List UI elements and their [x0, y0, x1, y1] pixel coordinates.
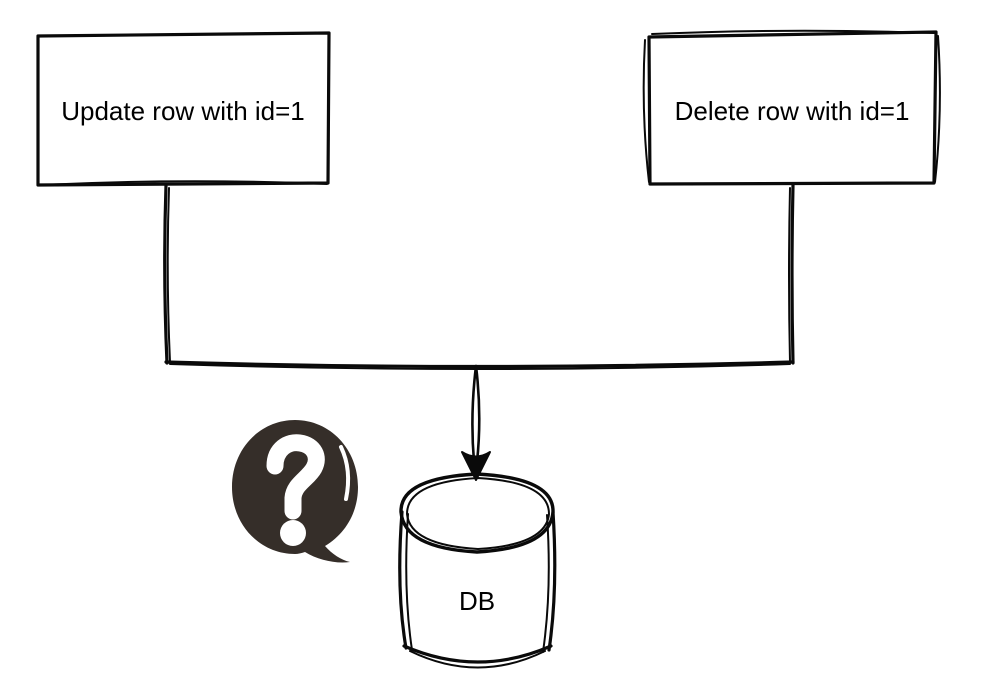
edge-update-vertical-wobble: [166, 187, 171, 363]
question-bubble-highlight: [339, 445, 351, 501]
db-top-ellipse: [399, 472, 555, 554]
node-delete-label: Delete row with id=1: [675, 96, 910, 126]
db-right-wall-wobble: [542, 514, 550, 653]
db-bottom-curve-wobble: [409, 650, 546, 669]
edge-update-vertical: [163, 183, 169, 365]
edge-merge-to-db-arrow: [461, 364, 491, 481]
question-mark-dot-icon: [280, 520, 306, 546]
arrow-stem-left: [471, 364, 478, 464]
edge-merge-bar: [164, 360, 795, 370]
edge-delete-vertical-wobble: [788, 187, 791, 363]
node-update-box[interactable]: Update row with id=1: [36, 31, 331, 187]
db-left-wall: [398, 510, 408, 650]
node-update-box-bottom-wobble: [39, 180, 328, 186]
edge-delete-vertical: [790, 183, 795, 365]
arrow-stem-right: [474, 364, 481, 464]
node-delete-box[interactable]: Delete row with id=1: [642, 29, 941, 186]
node-delete-box-outline: [647, 30, 938, 186]
db-bottom-curve: [402, 644, 553, 664]
edge-update-to-db: [163, 183, 171, 365]
node-delete-box-top-wobble: [651, 29, 935, 35]
arrow-head-icon: [461, 451, 491, 481]
node-db-label: DB: [459, 586, 495, 616]
node-delete-box-right-wobble: [934, 35, 941, 183]
edge-delete-to-db: [788, 183, 795, 365]
node-delete-box-left-wobble: [642, 39, 650, 183]
question-mark-icon: [266, 434, 325, 520]
node-update-label: Update row with id=1: [61, 96, 305, 126]
edge-merge-bar-line: [164, 360, 795, 369]
edge-merge-bar-wobble: [169, 363, 791, 370]
node-db-cylinder[interactable]: DB: [398, 472, 557, 669]
question-bubble: [232, 420, 358, 563]
db-top-ellipse-wobble: [406, 477, 550, 550]
db-right-wall: [547, 510, 557, 652]
